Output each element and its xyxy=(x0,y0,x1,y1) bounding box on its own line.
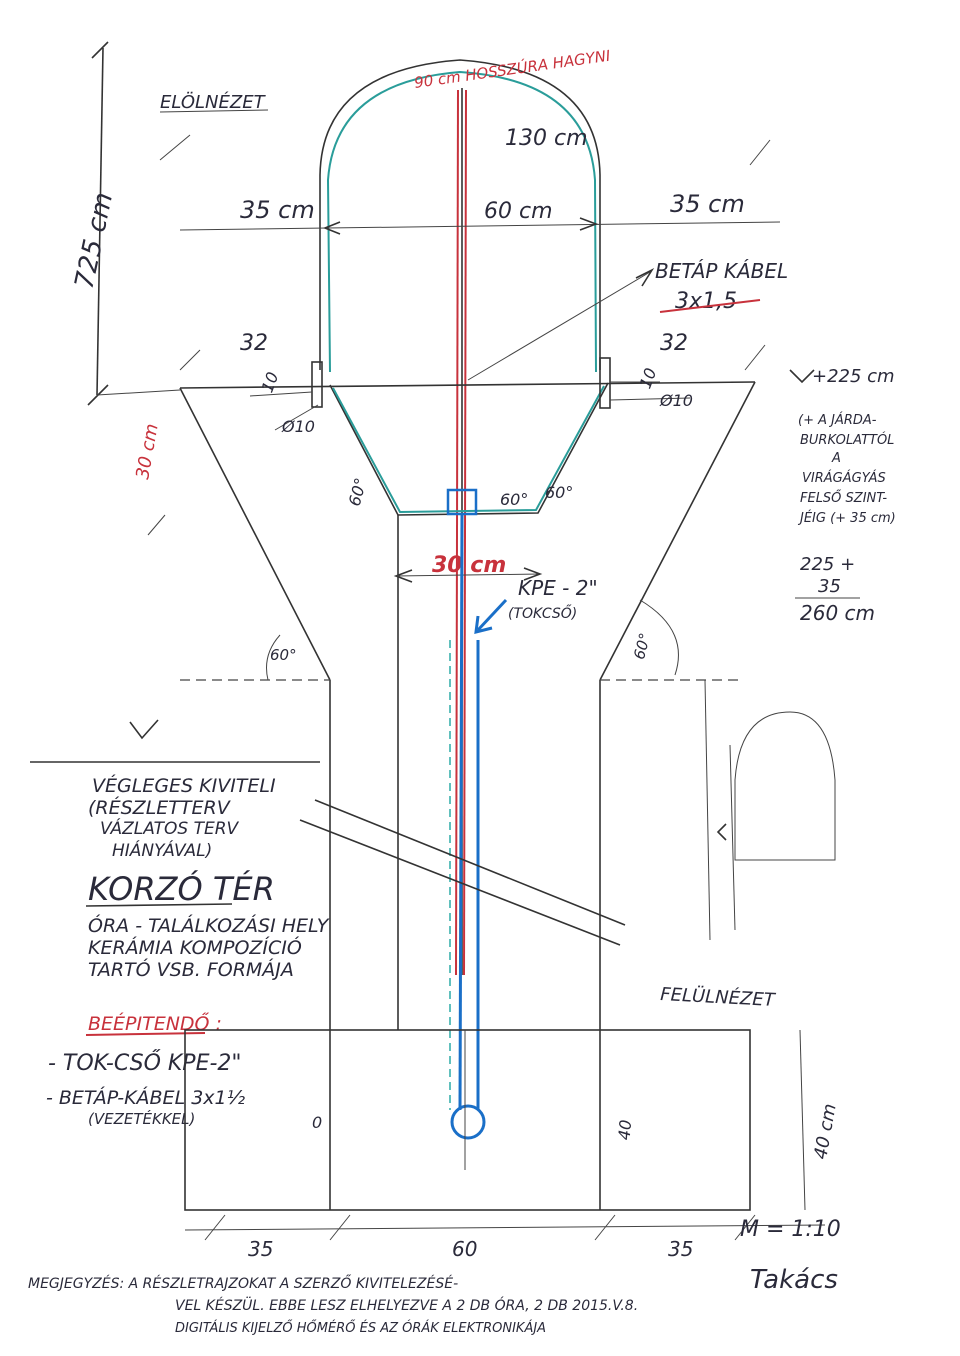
level-note-3: A xyxy=(831,451,841,466)
left-ten-label: 10 xyxy=(257,369,282,395)
final-line-4: HIÁNYÁVAL) xyxy=(112,839,212,861)
bottom-35-left: 35 xyxy=(248,1237,273,1261)
pole-height-label: 130 cm xyxy=(505,126,588,151)
angle-60-c: 60° xyxy=(545,483,573,502)
left-phi-label: Ø10 xyxy=(281,417,315,436)
angle-60-e: 60° xyxy=(630,631,654,661)
level-note-2: BURKOLATTÓL xyxy=(800,432,894,448)
top-view-title: FELÜLNÉZET xyxy=(660,983,777,1011)
footer-line-2: VEL KÉSZÜL. EBBE LESZ ELHELYEZVE A 2 DB … xyxy=(175,1296,638,1314)
width-dimension-lines xyxy=(159,134,781,235)
mid-30-label: 30 cm xyxy=(432,553,506,578)
right-32-label: 32 xyxy=(660,331,688,356)
final-line-2: (RÉSZLETTERV xyxy=(88,796,232,819)
left-bracket xyxy=(249,361,323,431)
thirty-cm-tick xyxy=(147,514,166,536)
left-width-label: 35 cm xyxy=(240,196,315,224)
funnel-body xyxy=(179,381,756,1030)
install-line-2: - BETÁP-KÁBEL 3x1½ xyxy=(46,1086,246,1109)
subtitle-3: TARTÓ VSB. FORMÁJA xyxy=(88,957,294,981)
angle-60-a: 60° xyxy=(345,476,371,508)
right-bracket xyxy=(599,357,691,409)
left-32-label: 32 xyxy=(240,331,268,356)
base-plan xyxy=(184,1029,826,1241)
section-cut xyxy=(299,799,626,946)
kpe-pipe xyxy=(449,513,486,1140)
thirty-cm-label: 30 cm xyxy=(132,422,162,481)
right-phi-label: Ø10 xyxy=(659,391,693,410)
kpe-arrow xyxy=(474,598,508,634)
signature: Takács xyxy=(750,1265,838,1295)
right-width-label: 35 cm xyxy=(670,190,745,218)
angle-arc-left xyxy=(266,634,281,681)
cable-label: BETÁP KÁBEL xyxy=(655,259,788,283)
title-underline xyxy=(85,903,233,907)
angle-60-d: 60° xyxy=(270,646,297,664)
subtitle-1: ÓRA - TALÁLKOZÁSI HELY xyxy=(88,913,330,937)
subtitle-2: KERÁMIA KOMPOZÍCIÓ xyxy=(88,935,302,959)
side-sketch xyxy=(704,679,836,941)
final-line-3: VÁZLATOS TERV xyxy=(100,817,240,839)
forty-inner-label: 40 xyxy=(615,1119,636,1141)
footer-line-3: DIGITÁLIS KIJELZŐ HŐMÉRŐ ÉS AZ ÓRÁK ELEK… xyxy=(175,1320,546,1336)
kpe-label: KPE - 2" xyxy=(518,576,598,600)
bottom-60: 60 xyxy=(452,1237,477,1261)
level-marker xyxy=(789,369,815,384)
footer-line-1: MEGJEGYZÉS: A RÉSZLETRAJZOKAT A SZERZŐ K… xyxy=(28,1274,458,1292)
zero-label: 0 xyxy=(312,1113,322,1132)
kpe-sub-label: (TOKCSŐ) xyxy=(508,604,577,622)
arch-length-note: 90 cm HOSSZÚRA HAGYNI xyxy=(413,46,612,92)
corner-mark xyxy=(129,719,159,740)
forty-cm-label: 40 cm xyxy=(810,1102,840,1161)
center-width-label: 60 cm xyxy=(484,199,553,224)
install-line-3: (VEZETÉKKEL) xyxy=(88,1109,195,1128)
right-ten-label: 10 xyxy=(635,365,660,391)
level-note-1: (+ A JÁRDA- xyxy=(798,412,877,428)
angle-60-b: 60° xyxy=(500,490,528,509)
cable-size-label: 3x1,5 xyxy=(675,289,737,314)
height-bracket xyxy=(87,41,181,406)
calc-3: 260 cm xyxy=(800,601,875,625)
angle-arc-right xyxy=(639,599,679,676)
calc-1: 225 + xyxy=(800,554,855,575)
final-line-1: VÉGLEGES KIVITELI xyxy=(92,774,276,797)
scale-label: M = 1:10 xyxy=(740,1217,841,1242)
front-view-title: ELÖLNÉZET xyxy=(160,91,267,113)
mid-dimension xyxy=(393,567,543,583)
arch-head xyxy=(319,59,601,373)
install-line-1: - TOK-CSŐ KPE-2" xyxy=(48,1050,242,1076)
level-note-4: VIRÁGÁGYÁS xyxy=(802,470,886,486)
calc-2: 35 xyxy=(818,576,841,597)
level-note-5: FELSŐ SZINT- xyxy=(800,490,887,506)
level-main-label: +225 cm xyxy=(812,366,895,387)
project-title: KORZÓ TÉR xyxy=(88,869,275,908)
bottom-35-right: 35 xyxy=(668,1237,693,1261)
cable-leader xyxy=(467,268,655,381)
level-note-6: JÉIG (+ 35 cm) xyxy=(797,510,896,526)
install-title: BEÉPITENDŐ : xyxy=(88,1011,222,1035)
total-height-label: 725 cm xyxy=(70,190,120,292)
